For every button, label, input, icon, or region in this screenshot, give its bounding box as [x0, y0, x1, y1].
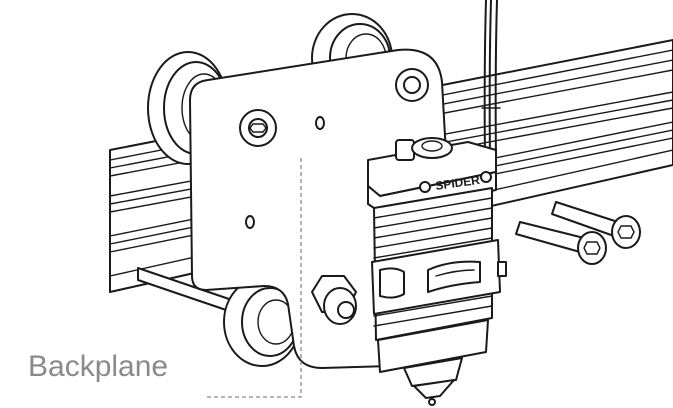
plate-bolt-top-right: [395, 68, 429, 102]
socket-screw-upper: [551, 201, 641, 249]
socket-screw-lower: [515, 221, 607, 265]
plate-bolt-top-left: [239, 109, 277, 147]
hotend-wires: [481, 0, 501, 161]
hotend-brand-label: SPIDER: [434, 173, 481, 193]
plate-hole-lower: [245, 215, 255, 229]
backplane-label: Backplane: [28, 350, 168, 383]
plate-hole-upper: [315, 116, 325, 130]
hex-nut: [311, 275, 357, 325]
spider-hotend: SPIDER: [367, 137, 507, 406]
backplane-leader-line: [205, 158, 302, 398]
